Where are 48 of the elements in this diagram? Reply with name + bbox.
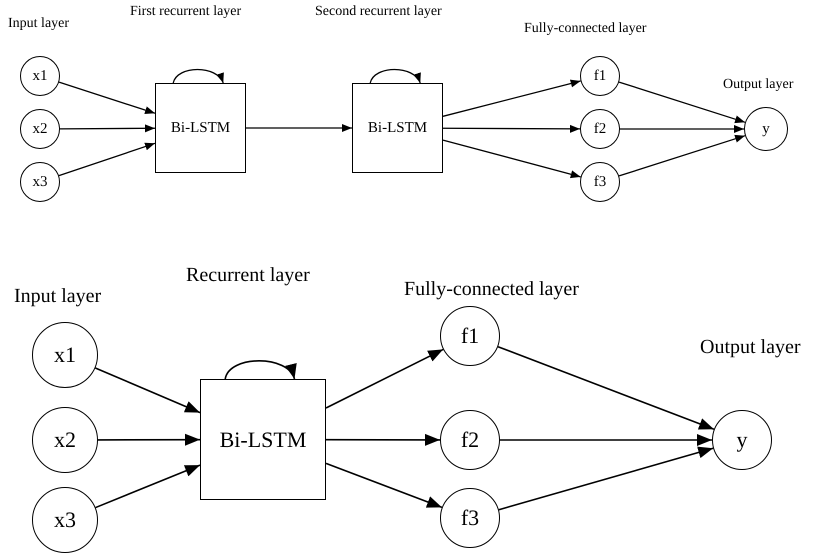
neuron-circle: x3: [20, 162, 60, 202]
layer-label: Output layer: [723, 77, 794, 93]
self-loop-arrow: [370, 68, 421, 84]
neuron-circle: f1: [580, 56, 620, 96]
arrow: [618, 81, 746, 124]
arrow: [500, 434, 712, 446]
layer-label: Input layer: [14, 285, 102, 308]
neuron-circle: y: [744, 107, 788, 151]
layer-label: Input layer: [8, 16, 70, 32]
arrow: [326, 434, 440, 446]
arrow: [58, 142, 156, 176]
arrow: [498, 446, 714, 510]
arrow: [95, 367, 200, 414]
layer-label: Recurrent layer: [186, 264, 310, 287]
self-loop-arrow: [224, 360, 296, 380]
layer-label: Second recurrent layer: [315, 4, 442, 20]
arrow: [95, 464, 200, 508]
layer-label: Fully-connected layer: [404, 278, 579, 301]
neuron-circle: x2: [20, 109, 60, 149]
arrow: [326, 348, 444, 409]
neuron-circle: x1: [32, 322, 98, 388]
neuron-circle: x3: [32, 487, 98, 553]
arrow: [443, 124, 580, 133]
arrow: [60, 124, 155, 132]
neuron-circle: f2: [580, 109, 620, 149]
layer-label: First recurrent layer: [130, 4, 242, 20]
neuron-circle: f3: [440, 488, 500, 548]
layer-box: Bi-LSTM: [200, 379, 326, 500]
arrow: [442, 80, 581, 117]
arrow: [58, 82, 156, 114]
self-loop-arrow: [172, 68, 224, 84]
neuron-circle: f1: [440, 306, 500, 366]
arrow: [618, 134, 746, 177]
neuron-circle: f3: [580, 162, 620, 202]
layer-label: Output layer: [700, 336, 801, 359]
arrow: [246, 124, 352, 132]
arrow: [326, 462, 442, 508]
neuron-circle: x2: [32, 407, 98, 473]
arrow: [620, 125, 744, 133]
arrow: [98, 434, 200, 446]
layer-box: Bi-LSTM: [352, 83, 443, 173]
layer-label: Fully-connected layer: [524, 21, 646, 37]
neuron-circle: x1: [20, 56, 60, 96]
neuron-circle: y: [712, 410, 772, 470]
arrow: [498, 346, 714, 430]
neuron-circle: f2: [440, 410, 500, 470]
layer-box: Bi-LSTM: [155, 83, 246, 173]
arrow: [442, 140, 581, 178]
